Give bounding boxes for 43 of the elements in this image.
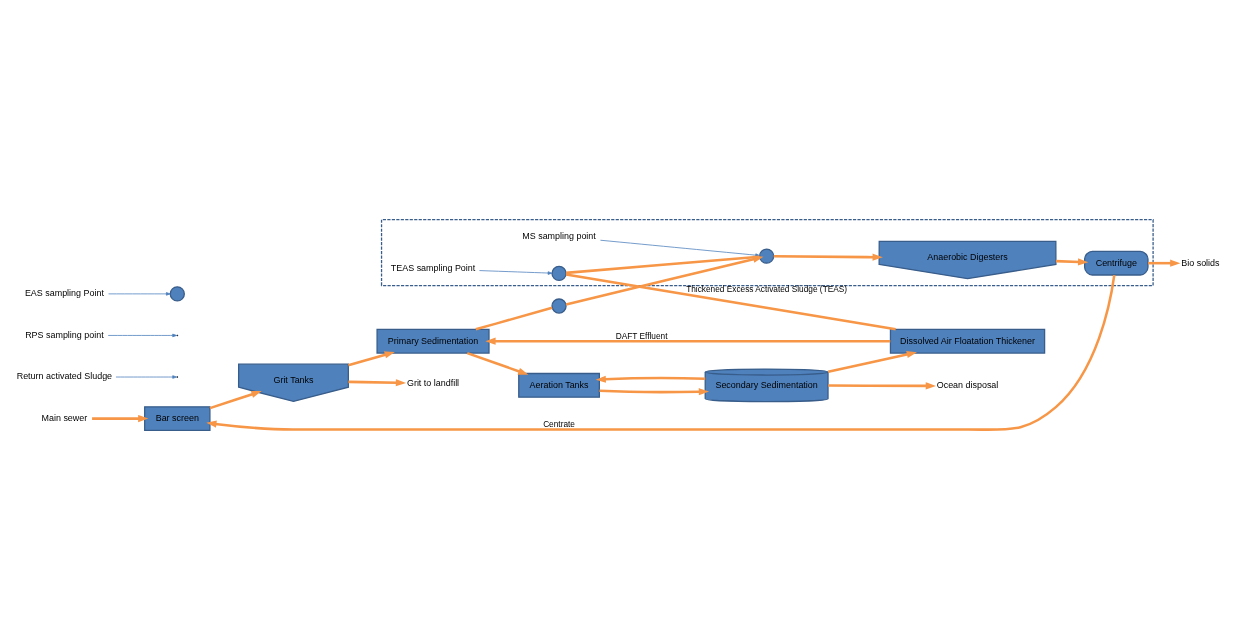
arrow [828, 381, 936, 389]
node-text: EAS sampling Point [24, 287, 104, 298]
connector [565, 272, 896, 331]
arrow [595, 375, 706, 383]
arrow [600, 239, 760, 257]
connector [566, 254, 760, 274]
arrow [1148, 259, 1181, 267]
arrow [115, 374, 177, 379]
arrow [466, 351, 529, 375]
edge-label: Centrate [543, 418, 575, 429]
node-box: Centrifuge [1084, 250, 1149, 276]
node-text: Grit to landfill [406, 377, 460, 388]
node-circle [551, 297, 567, 314]
node-box: Bar screen [144, 405, 211, 431]
arrow [479, 269, 553, 275]
node-circle [551, 265, 567, 281]
node-circle [758, 247, 775, 264]
arrow [1055, 257, 1089, 265]
node-box: Dissolved Air Floatation Thickener [889, 328, 1046, 354]
node-text: MS sampling point [522, 230, 596, 241]
cluster [380, 218, 1154, 286]
arrow [92, 414, 149, 422]
node-box: Aeration Tanks [518, 372, 600, 398]
edge-label: Thickened Excess Activated Sludge (TEAS) [686, 283, 848, 294]
node-box: Primary Sedimentation [376, 328, 490, 354]
arrow [599, 387, 710, 395]
edge-label: DAFT Effluent [615, 330, 668, 341]
connector [475, 306, 553, 331]
node-text: TEAS sampling Point [390, 262, 476, 273]
arrow [773, 253, 883, 261]
node-text: Main sewer [41, 412, 88, 423]
node-text: Ocean disposal [936, 379, 999, 390]
arrow [485, 337, 891, 345]
arrow [827, 350, 917, 373]
node-circle [169, 285, 185, 302]
node-text: Bio solids [1181, 257, 1220, 268]
arrow [108, 291, 171, 296]
node-text: RPS sampling point [25, 329, 104, 340]
arrow [209, 390, 262, 409]
arrow [348, 350, 395, 367]
node-text: Return activated Sludge [16, 370, 113, 381]
arrow [206, 274, 1116, 431]
arrow [348, 378, 407, 386]
